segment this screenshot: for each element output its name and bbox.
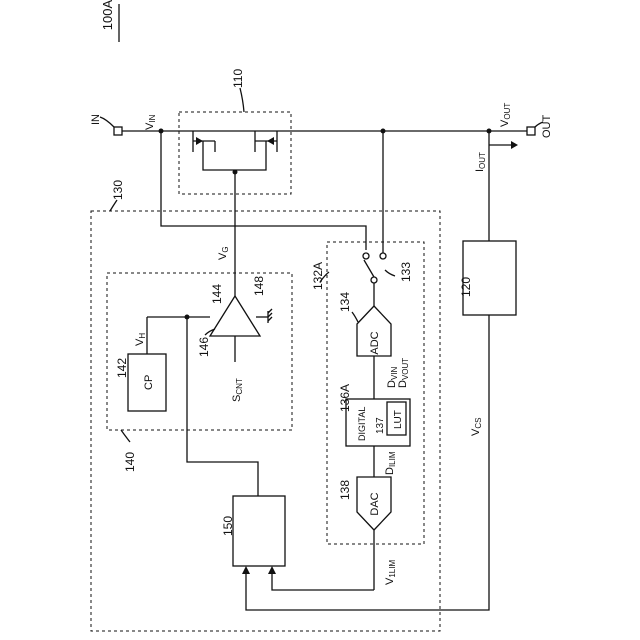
mosfet-1-arrow — [196, 137, 203, 145]
vg-label: VG — [217, 246, 230, 260]
vh-sub: H — [138, 333, 147, 339]
ref-130-leader — [110, 200, 117, 211]
ref-148: 148 — [252, 276, 266, 296]
switch-blade — [364, 260, 374, 277]
ref-144: 144 — [210, 284, 224, 304]
ref-142: 142 — [115, 358, 129, 378]
mosfet-1-gate — [203, 141, 235, 170]
ref-132a: 132A — [311, 262, 325, 290]
mosfet-2-gate — [235, 141, 266, 170]
out-port — [527, 127, 535, 135]
figure-ref: 100A — [100, 0, 115, 30]
digital-label: DIGITAL — [357, 407, 367, 441]
ref-137: 137 — [375, 417, 386, 434]
vg-sub: G — [221, 246, 230, 252]
ref-150: 150 — [221, 516, 235, 536]
ref-110-leader — [240, 88, 244, 112]
adc-label: ADC — [369, 331, 381, 354]
scnt-sub: CNT — [235, 378, 244, 395]
ref-133-leader — [385, 270, 395, 276]
in-leader — [100, 117, 114, 127]
v1lim-arrow-head — [268, 566, 276, 574]
scnt-main: S — [231, 395, 243, 402]
vcs-label: VCS — [470, 418, 483, 436]
vin-to-switch-wire — [161, 131, 366, 250]
dvin-sub: VIN — [390, 366, 399, 380]
switch-common-terminal — [371, 277, 377, 283]
in-port — [114, 127, 122, 135]
scnt-label: SCNT — [231, 378, 244, 402]
dilim-sub: ILIM — [388, 451, 397, 467]
ref-140-leader — [121, 430, 130, 442]
v1lim-to-150-wire — [272, 572, 374, 590]
dvout-main: D — [397, 380, 409, 388]
ref-134: 134 — [338, 292, 352, 312]
out-port-label: OUT — [541, 115, 553, 139]
vout-sub: OUT — [503, 103, 512, 120]
ref-136a: 136A — [338, 384, 352, 412]
mosfet-2-arrow — [267, 137, 274, 145]
ref-140: 140 — [123, 452, 137, 472]
dac-label: DAC — [369, 492, 381, 515]
ref-138: 138 — [338, 480, 352, 500]
vh-label: VH — [134, 333, 147, 346]
ref-134-leader — [352, 312, 358, 322]
iout-arrow-head — [511, 141, 518, 149]
vin-sub: IN — [148, 114, 157, 122]
in-port-label: IN — [90, 114, 102, 125]
cp-label: CP — [143, 375, 155, 390]
dilim-label: DILIM — [384, 451, 397, 475]
vin-label: VIN — [144, 114, 157, 130]
ref-133: 133 — [399, 262, 413, 282]
switch-terminal-vin — [363, 253, 369, 259]
v1lim-sub: 1LIM — [388, 560, 397, 578]
vcs-arrow-head — [242, 566, 250, 574]
ref-130: 130 — [111, 180, 125, 200]
lut-label: LUT — [393, 410, 404, 429]
dvout-sub: VOUT — [401, 358, 410, 380]
iout-label: IOUT — [474, 152, 487, 172]
dilim-main: D — [384, 467, 396, 475]
ref-146: 146 — [197, 337, 211, 357]
v1lim-label: V1LIM — [384, 560, 397, 585]
switch-terminal-vout — [380, 253, 386, 259]
iout-sub: OUT — [478, 152, 487, 169]
vout-label: VOUT — [499, 103, 512, 127]
vcs-sub: CS — [474, 418, 483, 429]
ref-110: 110 — [231, 69, 245, 88]
ref-120: 120 — [459, 277, 473, 297]
block-150 — [233, 496, 285, 566]
